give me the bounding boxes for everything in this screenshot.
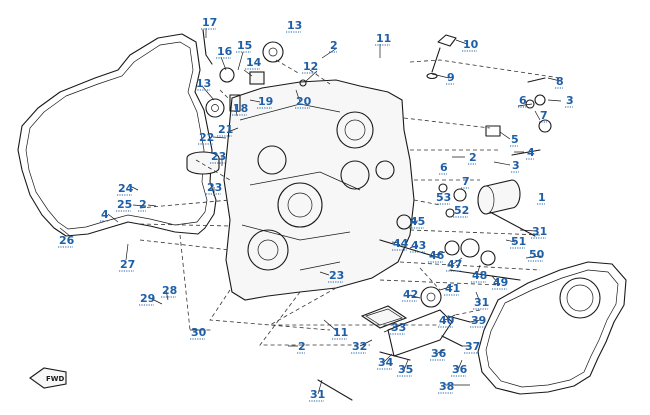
callout-number: 22	[199, 131, 214, 144]
callout-number: 12	[303, 60, 318, 73]
callout-number: 2	[330, 39, 338, 52]
callout-number: 28	[162, 284, 177, 297]
callout-number: 46	[429, 249, 445, 262]
callout-number: 15	[237, 39, 252, 52]
callout-number: 49	[493, 276, 508, 289]
callout-number: 47	[447, 258, 462, 271]
callout-number: 39	[471, 314, 486, 327]
callout-number: 34	[378, 356, 394, 369]
callout-number: 23	[211, 150, 226, 163]
assembly-guide-lines	[139, 59, 561, 346]
callout-number: 36	[452, 363, 468, 376]
callout-number: 43	[411, 239, 426, 252]
callout-number: 3	[566, 94, 574, 107]
callout-number: 24	[118, 182, 134, 195]
callout-number: 21	[218, 123, 233, 136]
callout-number: 9	[447, 71, 455, 84]
callout-number: 52	[454, 204, 469, 217]
callout-number: 48	[472, 269, 487, 282]
callout-number: 38	[439, 380, 454, 393]
callout-number: 1	[538, 191, 546, 204]
callout-number: 41	[445, 282, 460, 295]
crankcase-body	[223, 79, 415, 301]
left-crankcase-gasket	[17, 33, 217, 237]
callout-number: 26	[59, 234, 75, 247]
callout-number: 11	[333, 326, 348, 339]
callout-number: 5	[511, 133, 519, 146]
callout-number: 3	[512, 159, 520, 172]
callout-number: 32	[352, 340, 367, 353]
callout-number: 36	[431, 347, 447, 360]
callout-number: 42	[403, 288, 418, 301]
callout-number: 20	[296, 95, 312, 108]
callout-number: 45	[410, 215, 425, 228]
gear-cluster	[379, 214, 521, 308]
callout-number: 23	[207, 181, 222, 194]
callout-number: 31	[474, 296, 489, 309]
callout-number: 7	[540, 109, 548, 122]
callout-number: 51	[511, 235, 526, 248]
forward-arrow-indicator: FWD	[29, 367, 67, 389]
callout-number: 50	[529, 248, 545, 261]
callout-number: 44	[393, 237, 409, 250]
callout-number: 11	[376, 32, 391, 45]
callout-number: 2	[469, 151, 477, 164]
callout-number: 6	[440, 161, 448, 174]
callout-leader-lines	[59, 28, 562, 395]
callout-number: 30	[191, 326, 207, 339]
callout-number: 6	[519, 94, 527, 107]
callout-number: 2	[139, 198, 147, 211]
callout-number: 37	[465, 340, 480, 353]
callout-number: 4	[101, 208, 109, 221]
callout-number: 13	[196, 77, 211, 90]
right-side-parts	[426, 34, 552, 237]
callout-number: 31	[532, 225, 547, 238]
callout-number: 23	[329, 269, 344, 282]
callout-number: 18	[233, 102, 248, 115]
callout-number: 19	[258, 95, 273, 108]
callout-number: 4	[527, 146, 535, 159]
callout-number: 7	[462, 175, 470, 188]
fwd-label: FWD	[46, 375, 65, 383]
callout-number: 16	[217, 45, 233, 58]
callout-number: 8	[556, 75, 564, 88]
right-cover-gasket	[477, 261, 627, 395]
oil-strainer-assembly	[317, 305, 471, 401]
callout-number: 27	[120, 258, 135, 271]
callout-number: 14	[246, 56, 262, 69]
callout-number: 13	[287, 19, 302, 32]
callout-number: 33	[391, 321, 406, 334]
callout-number: 31	[310, 388, 325, 401]
callout-number: 2	[298, 340, 306, 353]
callout-number: 35	[398, 363, 413, 376]
callout-number: 25	[117, 198, 132, 211]
callout-number: 53	[436, 191, 451, 204]
callout-number: 17	[202, 16, 217, 29]
callout-number: 40	[439, 314, 455, 327]
callout-number: 10	[463, 38, 479, 51]
callout-number: 29	[140, 292, 155, 305]
